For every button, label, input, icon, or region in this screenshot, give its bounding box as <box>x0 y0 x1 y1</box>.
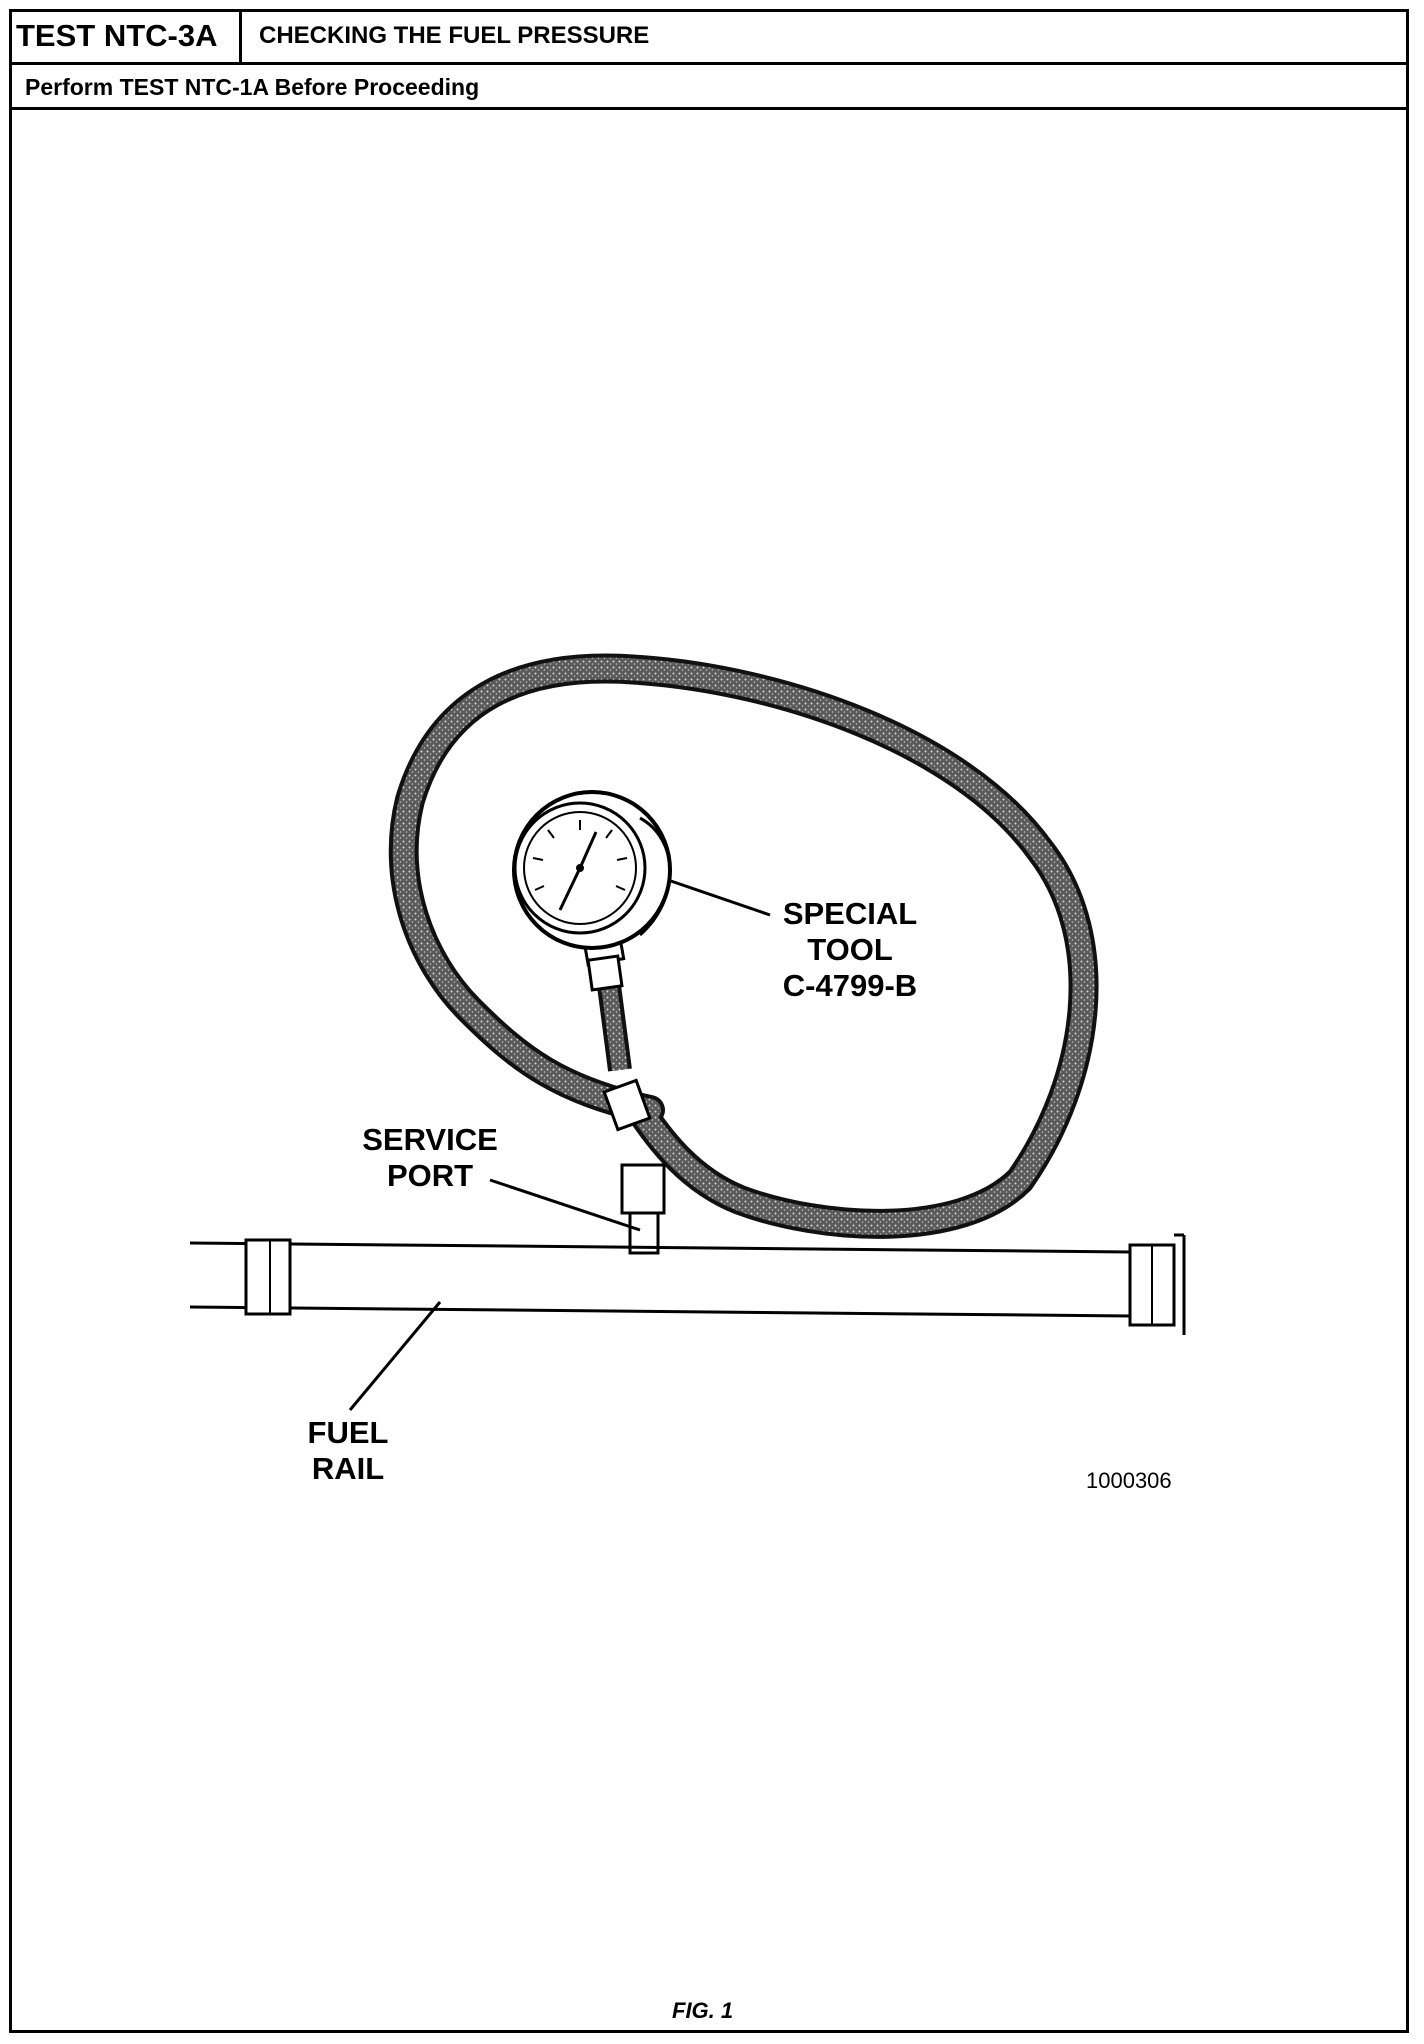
gauge-hose <box>388 653 1099 1239</box>
service-port-label: SERVICE PORT <box>350 1122 510 1194</box>
prerequisite-text: Perform TEST NTC-1A Before Proceeding <box>25 74 480 100</box>
service-port-label-line1: SERVICE <box>362 1122 498 1157</box>
fuel-rail-label: FUEL RAIL <box>278 1415 418 1487</box>
service-port-fitting <box>620 1163 666 1255</box>
prerequisite-row: Perform TEST NTC-1A Before Proceeding <box>9 65 1409 110</box>
service-port-leader <box>489 1178 641 1232</box>
special-tool-label-line2: TOOL <box>807 932 893 967</box>
fuel-rail-leader <box>348 1301 442 1411</box>
special-tool-label: SPECIAL TOOL C-4799-B <box>770 896 930 1004</box>
test-header: TEST NTC-3A CHECKING THE FUEL PRESSURE <box>9 9 1409 65</box>
special-tool-label-line1: SPECIAL <box>782 896 918 931</box>
service-port-label-line2: PORT <box>386 1158 474 1193</box>
figure-caption: FIG. 1 <box>672 1998 734 2023</box>
test-title: CHECKING THE FUEL PRESSURE <box>259 22 650 49</box>
fuel-rail-label-line1: FUEL <box>307 1415 389 1450</box>
figure-number: 1000306 <box>1086 1468 1172 1493</box>
fuel-rail-label-line2: RAIL <box>311 1451 385 1486</box>
test-id: TEST NTC-3A <box>9 9 242 62</box>
fuel-rail <box>189 1233 1186 1335</box>
page-frame <box>9 9 1409 2033</box>
special-tool-leader <box>667 878 771 917</box>
pressure-gauge-icon <box>512 790 672 950</box>
special-tool-label-line3: C-4799-B <box>782 968 918 1003</box>
